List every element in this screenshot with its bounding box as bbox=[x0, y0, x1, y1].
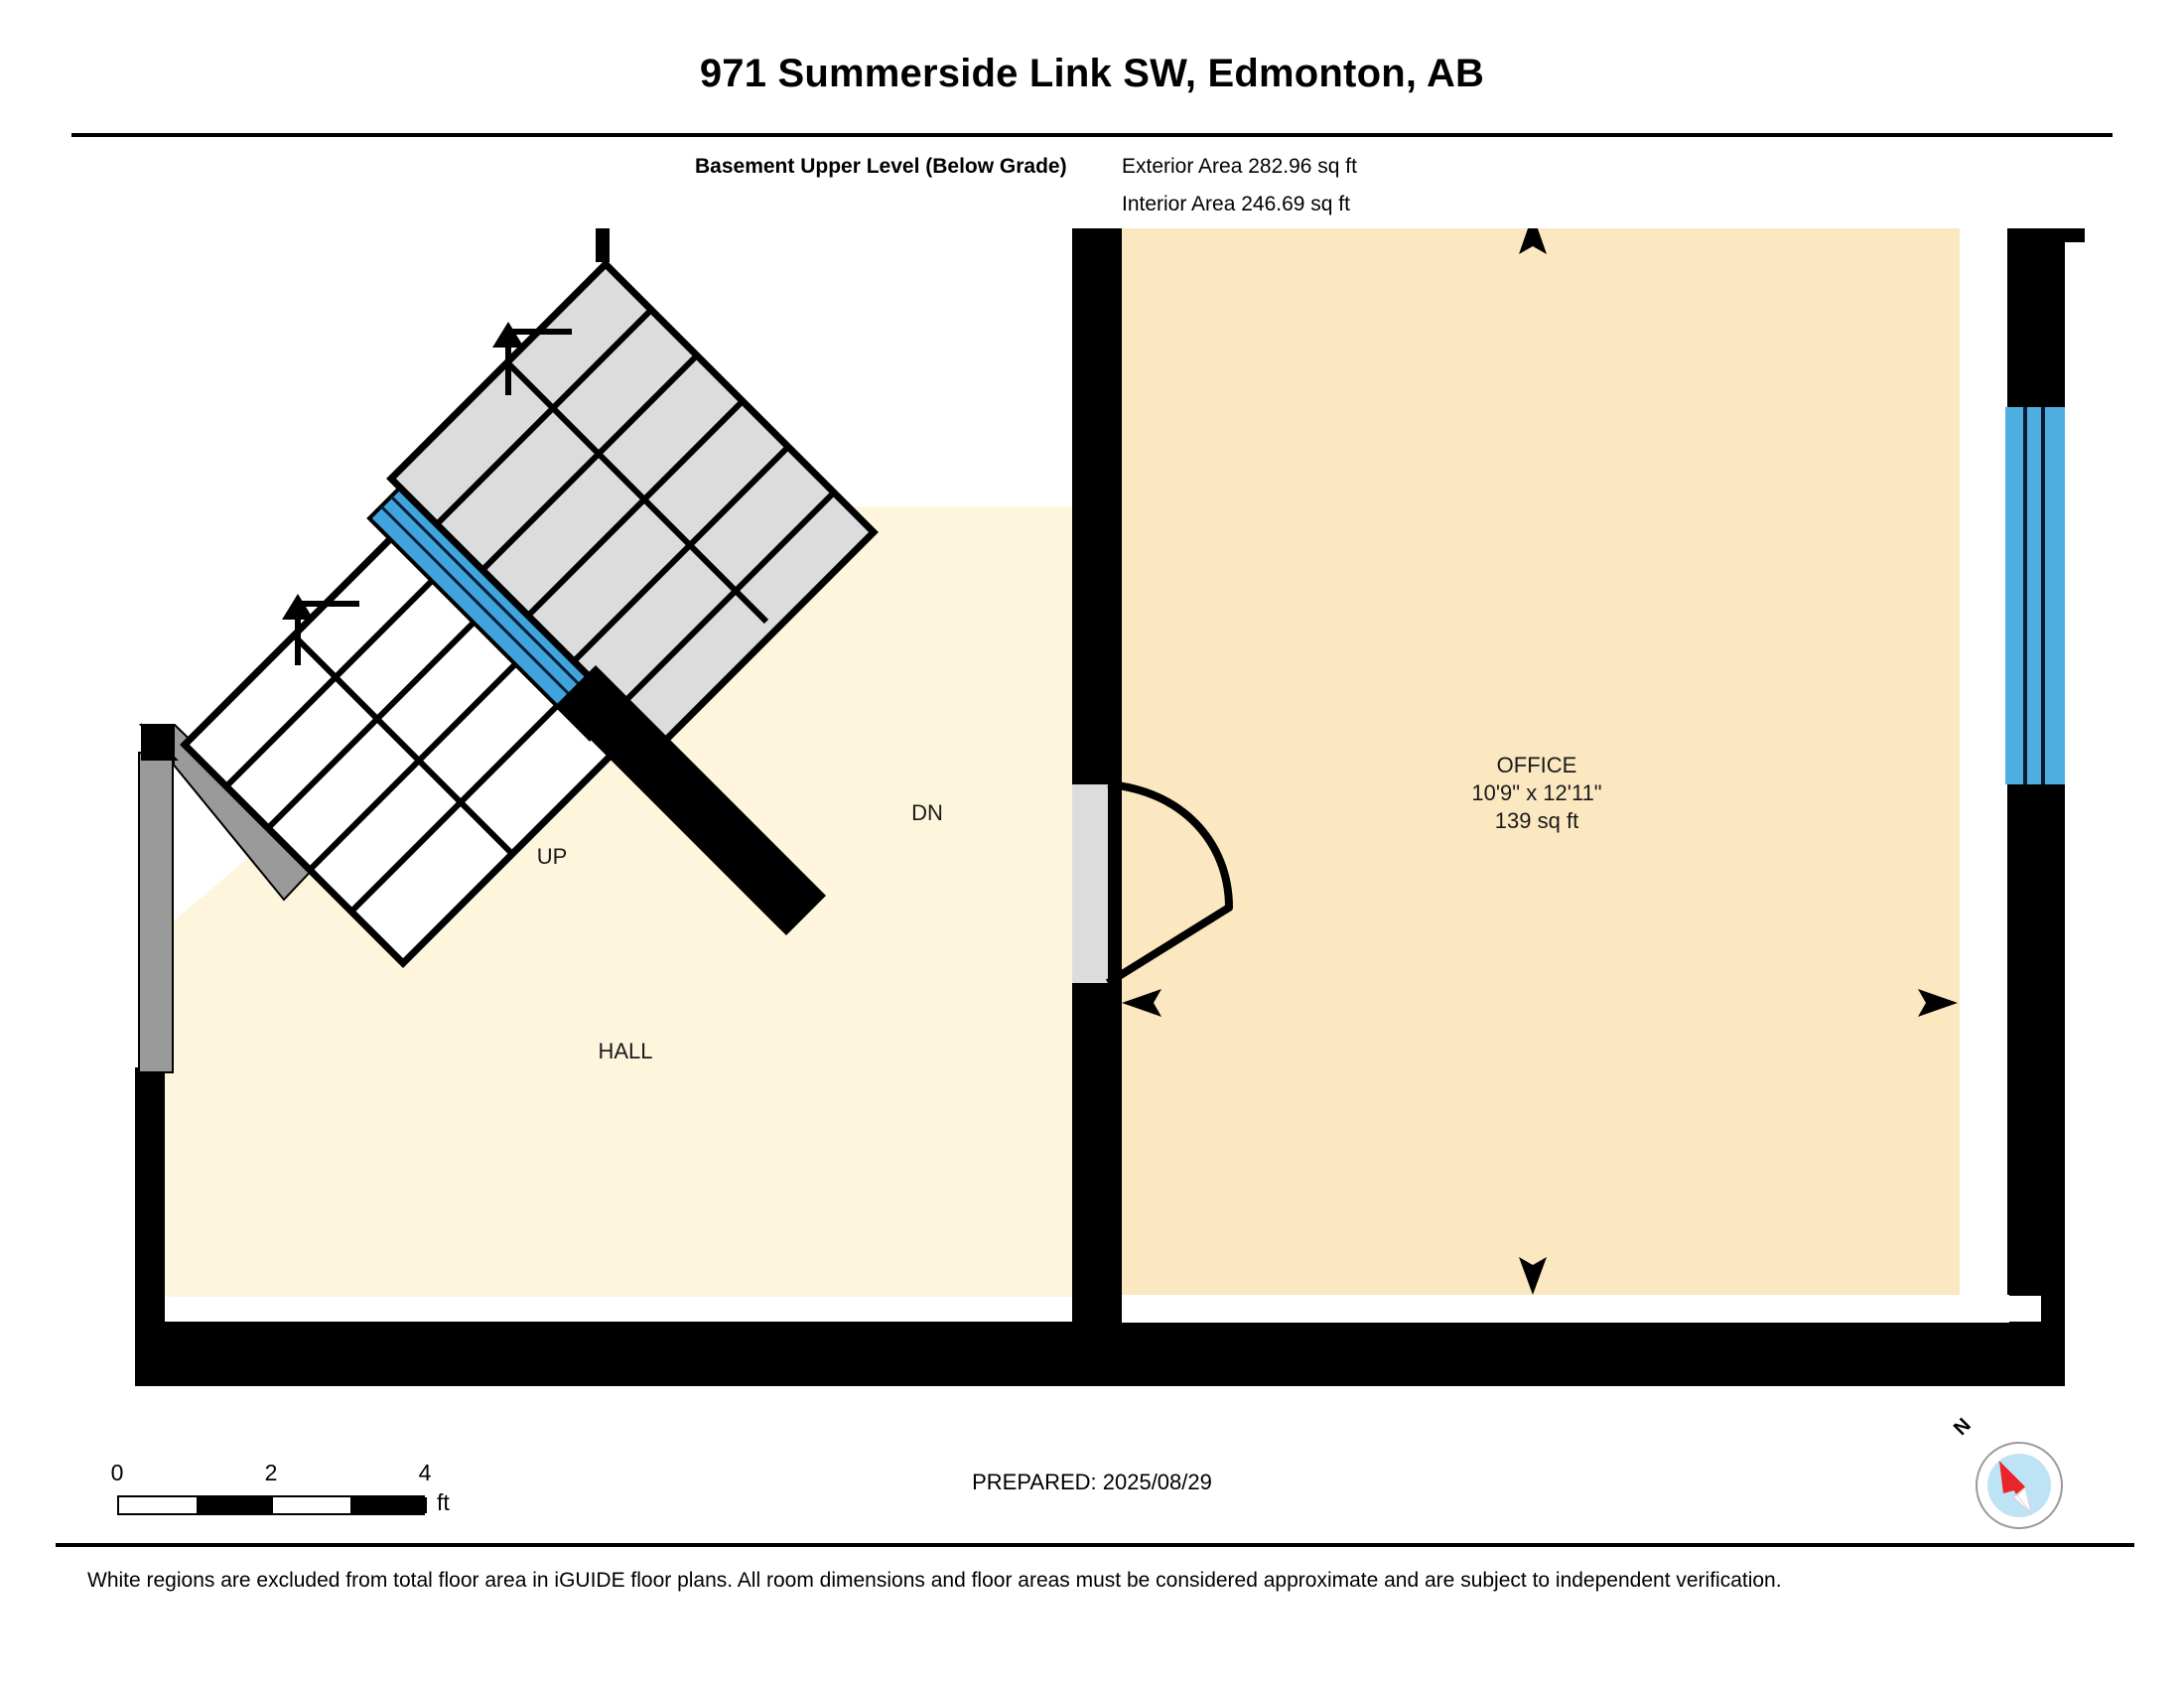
scale-bar-track bbox=[117, 1495, 427, 1515]
compass-north-label: N bbox=[1949, 1414, 1976, 1441]
compass-icon bbox=[1976, 1442, 2063, 1529]
up-label: UP bbox=[537, 844, 568, 869]
floor-plan-drawing: HALL UP DN OFFICE 10'9" x 12'11" 139 sq … bbox=[0, 228, 2184, 1400]
hall-name: HALL bbox=[598, 1039, 652, 1063]
scale-tick-4: 4 bbox=[418, 1460, 432, 1485]
scale-segment-1 bbox=[196, 1497, 273, 1513]
office-dimensions: 10'9" x 12'11" bbox=[1471, 780, 1601, 805]
exterior-area-label: Exterior Area 282.96 sq ft bbox=[1122, 155, 1357, 178]
scale-tick-2: 2 bbox=[264, 1460, 278, 1485]
office-area: 139 sq ft bbox=[1495, 808, 1578, 833]
dimension-arrows bbox=[1122, 228, 1958, 1295]
room-label-office: OFFICE 10'9" x 12'11" 139 sq ft bbox=[1471, 753, 1601, 833]
scale-bar: 0 2 4 ft bbox=[111, 1460, 450, 1519]
footer-divider bbox=[56, 1543, 2134, 1547]
interior-area-label: Interior Area 246.69 sq ft bbox=[1122, 193, 1350, 215]
scale-segment-2 bbox=[349, 1497, 427, 1513]
door-hall-to-office bbox=[1072, 780, 1233, 987]
dn-label: DN bbox=[911, 800, 943, 825]
disclaimer-text: White regions are excluded from total fl… bbox=[87, 1569, 1782, 1592]
scale-unit-label: ft bbox=[437, 1489, 450, 1515]
stairs-down-run bbox=[386, 259, 879, 752]
office-name: OFFICE bbox=[1497, 753, 1577, 777]
compass-rose: N bbox=[1950, 1414, 2065, 1531]
stair-label-dn: DN bbox=[911, 800, 943, 825]
scale-tick-0: 0 bbox=[110, 1460, 124, 1485]
stairs-up-run bbox=[180, 523, 624, 968]
stair-label-up: UP bbox=[537, 844, 568, 869]
prepared-date: PREPARED: 2025/08/29 bbox=[972, 1470, 1212, 1494]
room-label-hall: HALL bbox=[598, 1039, 652, 1063]
room-fill-office bbox=[1120, 228, 1960, 1297]
title-divider bbox=[71, 133, 2113, 137]
page-title: 971 Summerside Link SW, Edmonton, AB bbox=[699, 52, 1485, 95]
level-info-row: Basement Upper Level (Below Grade) Exter… bbox=[695, 155, 1688, 215]
partition-wall bbox=[1072, 228, 1122, 1323]
window-right-wall bbox=[2005, 407, 2065, 784]
level-name-label: Basement Upper Level (Below Grade) bbox=[695, 155, 1067, 178]
